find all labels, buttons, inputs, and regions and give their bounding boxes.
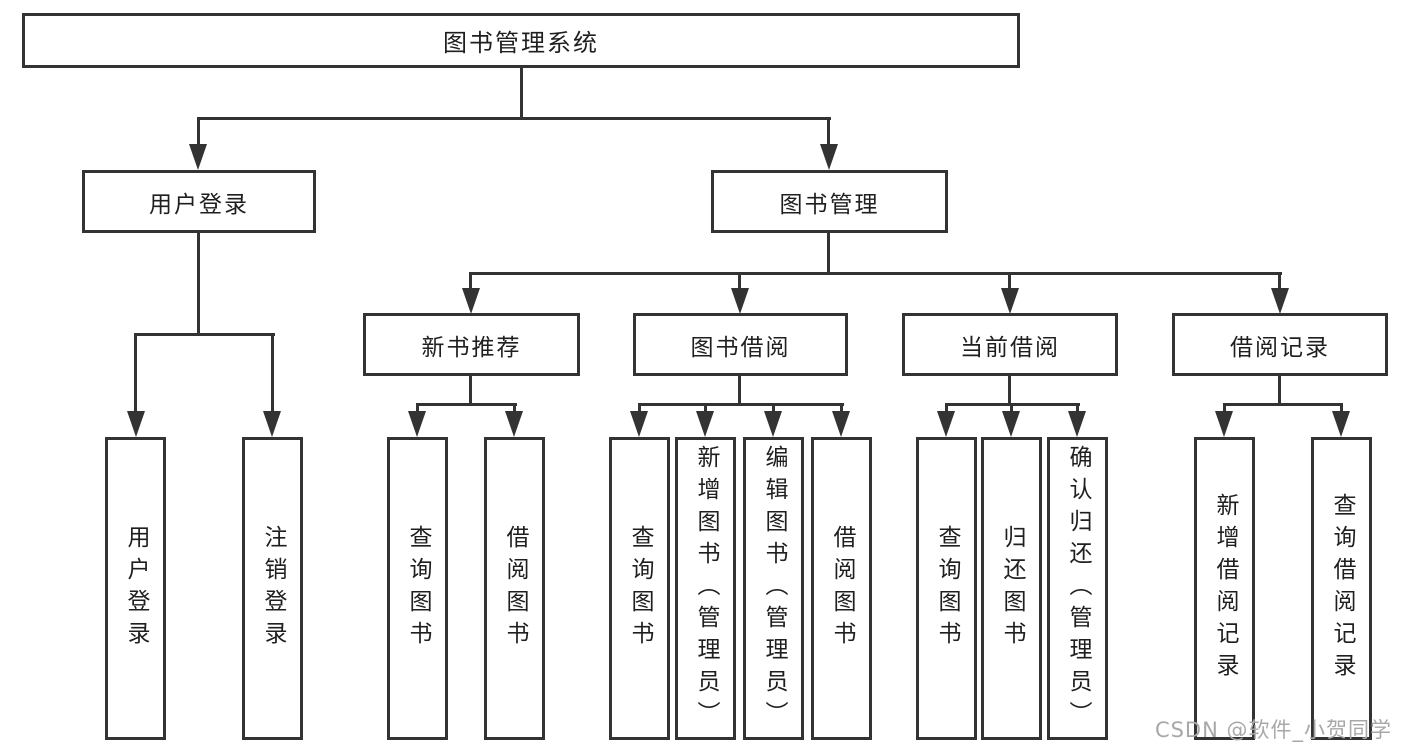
- leaf-borrow-books: 借阅图书: [811, 437, 872, 740]
- connector-line: [1076, 403, 1079, 413]
- leaf-add-borrow-record: 新增借阅记录: [1194, 437, 1255, 740]
- connector-line: [1223, 403, 1226, 413]
- connector-line: [1278, 376, 1281, 406]
- arrow-down-icon: [408, 411, 426, 437]
- connector-line: [1008, 376, 1011, 406]
- connector-line: [520, 68, 523, 119]
- connector-line: [469, 376, 472, 406]
- arrow-down-icon: [1002, 411, 1020, 437]
- node-borrow-records: 借阅记录: [1172, 313, 1388, 376]
- arrow-down-icon: [696, 411, 714, 437]
- connector-line: [271, 333, 274, 413]
- connector-line: [469, 272, 472, 289]
- arrow-down-icon: [820, 144, 838, 170]
- arrow-down-icon: [1332, 411, 1350, 437]
- leaf-user-login: 用户登录: [105, 437, 166, 740]
- connector-line: [1223, 403, 1343, 406]
- leaf-return-books: 归还图书: [981, 437, 1042, 740]
- leaf-logout-login: 注销登录: [242, 437, 303, 740]
- arrow-down-icon: [189, 144, 207, 170]
- connector-line: [638, 403, 641, 413]
- connector-line: [134, 333, 275, 336]
- connector-line: [1278, 272, 1281, 289]
- arrow-down-icon: [1215, 411, 1233, 437]
- connector-line: [1010, 403, 1013, 413]
- leaf-query-books-current: 查询图书: [916, 437, 977, 740]
- connector-line: [1340, 403, 1343, 413]
- connector-line: [840, 403, 843, 413]
- leaf-confirm-return-admin: 确认归还（管理员）: [1047, 437, 1108, 740]
- arrow-down-icon: [127, 411, 145, 437]
- leaf-add-books-admin: 新增图书（管理员）: [675, 437, 736, 740]
- connector-line: [197, 117, 831, 120]
- node-current-borrow: 当前借阅: [902, 313, 1118, 376]
- connector-line: [513, 403, 516, 413]
- node-new-books: 新书推荐: [363, 313, 580, 376]
- leaf-query-books-borrow: 查询图书: [609, 437, 670, 740]
- connector-line: [197, 117, 200, 146]
- connector-line: [738, 272, 741, 289]
- connector-line: [197, 233, 200, 336]
- arrow-down-icon: [263, 411, 281, 437]
- arrow-down-icon: [1068, 411, 1086, 437]
- connector-line: [134, 333, 137, 413]
- connector-line: [827, 117, 830, 146]
- arrow-down-icon: [937, 411, 955, 437]
- connector-line: [1008, 272, 1011, 289]
- leaf-borrow-books-newbooks: 借阅图书: [484, 437, 545, 740]
- arrow-down-icon: [1001, 288, 1019, 314]
- node-user-login: 用户登录: [82, 170, 316, 233]
- connector-line: [827, 233, 830, 275]
- arrow-down-icon: [462, 288, 480, 314]
- connector-line: [772, 403, 775, 413]
- connector-line: [416, 403, 419, 413]
- leaf-query-borrow-record: 查询借阅记录: [1311, 437, 1372, 740]
- connector-line: [416, 403, 517, 406]
- connector-line: [945, 403, 948, 413]
- connector-line: [704, 403, 707, 413]
- node-book-borrow: 图书借阅: [633, 313, 848, 376]
- arrow-down-icon: [832, 411, 850, 437]
- arrow-down-icon: [764, 411, 782, 437]
- connector-line: [738, 376, 741, 406]
- arrow-down-icon: [505, 411, 523, 437]
- arrow-down-icon: [630, 411, 648, 437]
- watermark: CSDN @软件_小贺同学: [1154, 718, 1392, 742]
- arrow-down-icon: [1271, 288, 1289, 314]
- connector-line: [638, 403, 844, 406]
- connector-line: [470, 272, 1282, 275]
- arrow-down-icon: [731, 288, 749, 314]
- node-root-library-system: 图书管理系统: [22, 13, 1020, 68]
- node-book-management: 图书管理: [711, 170, 948, 233]
- leaf-query-books-newbooks: 查询图书: [387, 437, 448, 740]
- leaf-edit-books-admin: 编辑图书（管理员）: [743, 437, 804, 740]
